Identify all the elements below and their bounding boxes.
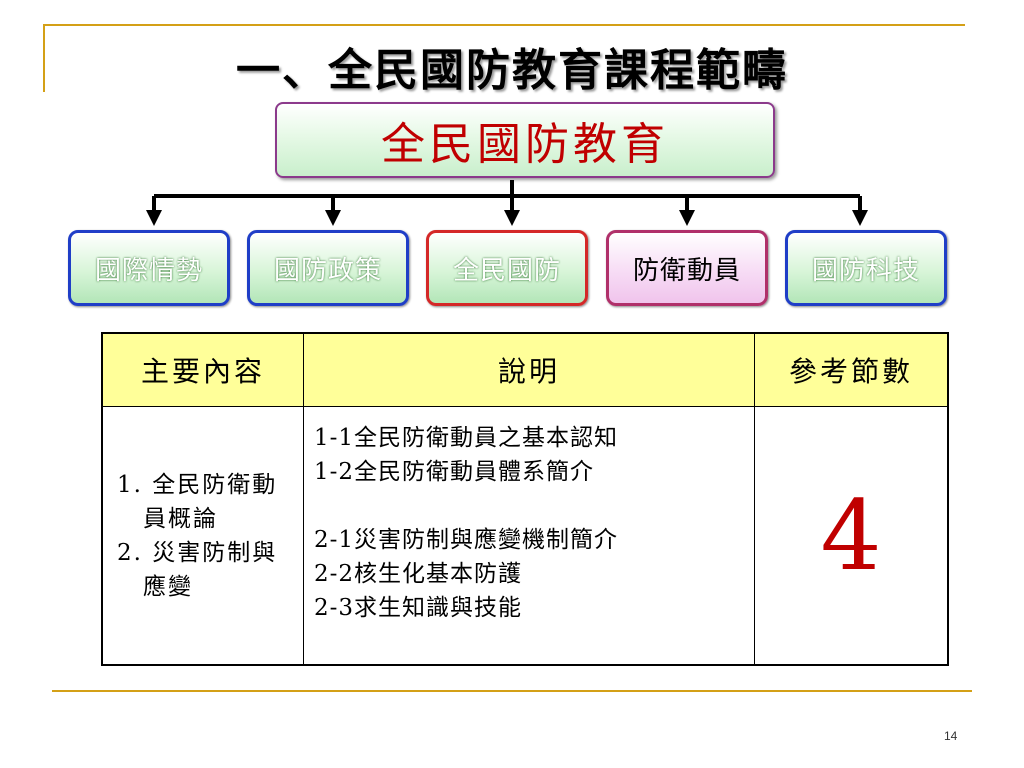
table-row: 1. 全民防衛動員概論 2. 災害防制與應變 1-1全民防衛動員之基本認知 1-…: [101, 406, 949, 666]
tree-root-label: 全民國防教育: [381, 119, 669, 170]
description-line: 2-1災害防制與應變機制簡介: [314, 527, 619, 553]
header-sessions: 參考節數: [754, 332, 949, 407]
description-line: 1-1全民防衛動員之基本認知: [314, 425, 619, 451]
table-header-row: 主要內容 說明 參考節數: [101, 332, 949, 407]
tree-child-defense-policy: 國防政策: [247, 230, 409, 306]
header-main-content: 主要內容: [101, 332, 305, 407]
description-line: 1-2全民防衛動員體系簡介: [314, 459, 595, 485]
main-content-cell: 1. 全民防衛動員概論 2. 災害防制與應變: [101, 406, 305, 666]
sessions-value: 4: [754, 406, 949, 666]
main-item: 2. 災害防制與應變: [117, 539, 278, 600]
tree-child-defense-tech: 國防科技: [785, 230, 947, 306]
bottom-rule: [52, 690, 972, 692]
course-table: 主要內容 說明 參考節數 1. 全民防衛動員概論 2. 災害防制與應變 1-1全…: [101, 332, 949, 666]
description-line: 2-3求生知識與技能: [314, 595, 523, 621]
description-cell: 1-1全民防衛動員之基本認知 1-2全民防衛動員體系簡介 2-1災害防制與應變機…: [303, 406, 756, 666]
header-description: 說明: [303, 332, 756, 407]
tree-child-all-out-defense: 全民國防: [426, 230, 588, 306]
tree-root-box: 全民國防教育: [275, 102, 775, 178]
slide-title: 一、全民國防教育課程範疇: [236, 45, 788, 96]
tree-child-international: 國際情勢: [68, 230, 230, 306]
description-line: 2-2核生化基本防護: [314, 561, 523, 587]
left-rule: [43, 24, 45, 92]
description-spacer: [314, 489, 746, 523]
tree-child-defense-mobilization: 防衛動員: [606, 230, 768, 306]
top-rule: [43, 24, 965, 26]
page-number: 14: [944, 729, 958, 743]
main-item: 1. 全民防衛動員概論: [117, 471, 278, 532]
